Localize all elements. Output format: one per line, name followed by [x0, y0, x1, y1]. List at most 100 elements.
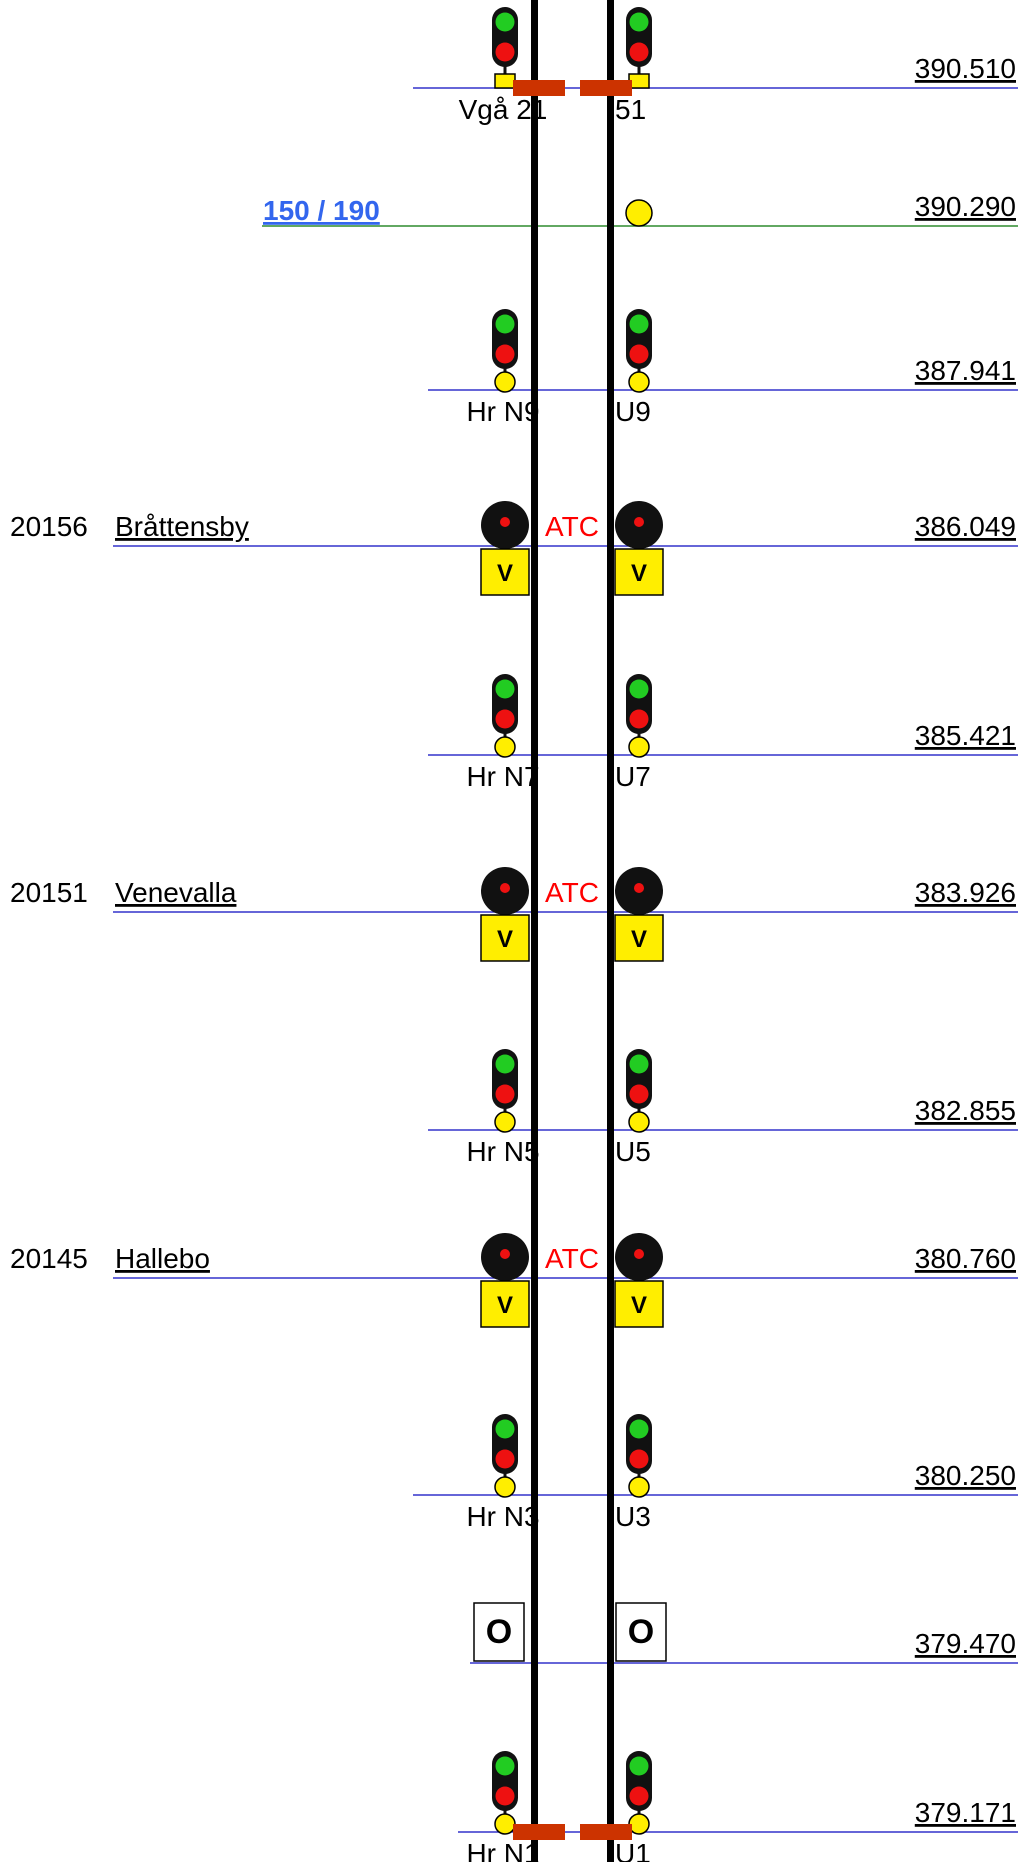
green-lamp-icon [629, 314, 649, 334]
km-value: 380.760 [915, 1243, 1016, 1274]
green-lamp-icon [495, 314, 515, 334]
km-value: 390.510 [915, 53, 1016, 84]
v-board-letter: V [631, 1292, 647, 1319]
left-o-board: O [473, 1602, 525, 1662]
km-value: 379.470 [915, 1628, 1016, 1659]
red-lamp-icon [629, 344, 649, 364]
v-board-icon [614, 914, 664, 962]
o-board-letter: O [628, 1613, 654, 1651]
km-value: 382.855 [915, 1095, 1016, 1126]
km-value: 383.926 [915, 877, 1016, 908]
green-lamp-icon [629, 1419, 649, 1439]
right-main-signal [626, 1751, 652, 1835]
v-board-icon [480, 548, 530, 596]
left-signal-label: Hr N1 [466, 1838, 539, 1862]
right-signal-label: U1 [615, 1838, 651, 1862]
o-board-frame [473, 1602, 525, 1662]
km-value: 380.250 [915, 1460, 1016, 1491]
base-lamp-icon [494, 1111, 516, 1133]
v-board-icon [480, 914, 530, 962]
right-brake-bar [580, 1824, 632, 1840]
red-lamp-icon [495, 1084, 515, 1104]
rails-layer [531, 0, 614, 1862]
left-signal-label: Hr N3 [466, 1501, 539, 1532]
left-main-signal [492, 7, 518, 89]
green-lamp-icon [495, 12, 515, 32]
atc-red-dot-icon [500, 883, 510, 893]
red-lamp-icon [495, 42, 515, 62]
v-board-letter: V [497, 1292, 513, 1319]
atc-label: ATC [545, 877, 599, 908]
left-main-signal [492, 309, 518, 393]
base-lamp-icon [494, 1476, 516, 1498]
green-lamp-icon [495, 679, 515, 699]
v-board-icon [614, 548, 664, 596]
red-lamp-icon [629, 709, 649, 729]
green-lamp-icon [495, 1419, 515, 1439]
v-board-letter: V [631, 560, 647, 587]
left-signal-label: Hr N7 [466, 761, 539, 792]
right-o-board: O [615, 1602, 667, 1662]
left-atc-balise: V [480, 501, 530, 596]
km-value: 385.421 [915, 720, 1016, 751]
kilometer-lines-layer [113, 87, 1018, 1833]
right-signal-label: 51 [615, 94, 646, 125]
base-lamp-icon [494, 371, 516, 393]
left-atc-balise: V [480, 1233, 530, 1328]
left-signal-label: Vgå 21 [459, 94, 548, 125]
right-atc-balise: V [614, 501, 664, 596]
right-signal-label: U5 [615, 1136, 651, 1167]
trackside-objects-layer: V V V V V V O O [473, 7, 667, 1840]
right-rail [607, 0, 614, 1862]
base-lamp-icon [628, 1111, 650, 1133]
green-lamp-icon [629, 12, 649, 32]
left-signal-label: Hr N9 [466, 396, 539, 427]
speed-limit-label: 150 / 190 [263, 195, 380, 226]
right-main-signal [626, 309, 652, 393]
right-signal-label: U3 [615, 1501, 651, 1532]
station-id: 20156 [10, 511, 88, 542]
v-board-letter: V [497, 560, 513, 587]
left-main-signal [492, 674, 518, 758]
km-value: 386.049 [915, 511, 1016, 542]
green-lamp-icon [495, 1756, 515, 1776]
left-atc-balise: V [480, 867, 530, 962]
station-name: Venevalla [115, 877, 237, 908]
station-id: 20145 [10, 1243, 88, 1274]
km-value: 390.290 [915, 191, 1016, 222]
left-rail [531, 0, 538, 1862]
v-board-letter: V [497, 926, 513, 953]
base-lamp-icon [494, 736, 516, 758]
right-signal-label: U9 [615, 396, 651, 427]
red-lamp-icon [495, 1786, 515, 1806]
v-board-icon [480, 1280, 530, 1328]
red-lamp-icon [629, 42, 649, 62]
left-main-signal [492, 1414, 518, 1498]
right-main-signal [626, 7, 652, 89]
atc-red-dot-icon [634, 883, 644, 893]
atc-red-dot-icon [500, 1249, 510, 1259]
right-atc-balise: V [614, 1233, 664, 1328]
green-lamp-icon [629, 679, 649, 699]
left-main-signal [492, 1049, 518, 1133]
km-value: 387.941 [915, 355, 1016, 386]
station-id: 20151 [10, 877, 88, 908]
red-lamp-icon [629, 1084, 649, 1104]
green-lamp-icon [629, 1756, 649, 1776]
v-board-letter: V [631, 926, 647, 953]
o-board-frame [615, 1602, 667, 1662]
atc-red-dot-icon [634, 1249, 644, 1259]
base-lamp-icon [628, 1476, 650, 1498]
km-value: 379.171 [915, 1797, 1016, 1828]
station-name: Hallebo [115, 1243, 210, 1274]
left-brake-bar [513, 80, 565, 96]
red-lamp-icon [629, 1449, 649, 1469]
base-square-icon [494, 73, 516, 89]
right-main-signal [626, 674, 652, 758]
speed-board-icon [625, 199, 653, 227]
o-board-letter: O [486, 1613, 512, 1651]
left-signal-label: Hr N5 [466, 1136, 539, 1167]
left-main-signal [492, 1751, 518, 1835]
atc-red-dot-icon [634, 517, 644, 527]
